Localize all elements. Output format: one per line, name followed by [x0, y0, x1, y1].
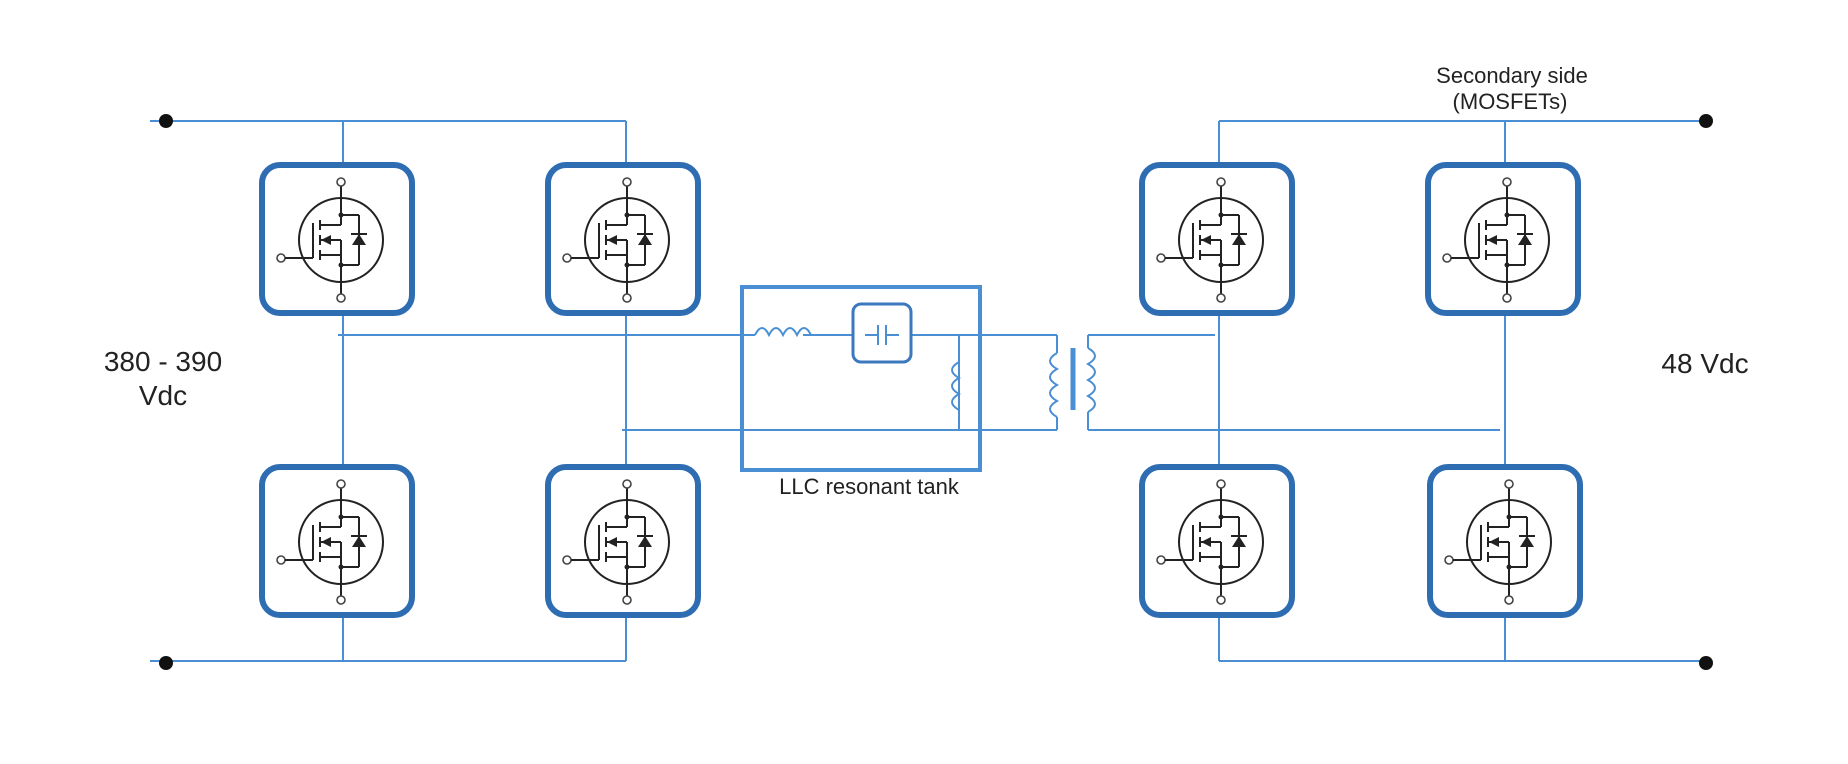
input-negative-terminal-icon [159, 656, 173, 670]
output-voltage-label: 48 Vdc [1661, 348, 1748, 379]
input-voltage-label-line2: Vdc [139, 380, 187, 411]
output-positive-terminal-icon [1699, 114, 1713, 128]
secondary-switch-q8 [1427, 464, 1583, 618]
input-voltage-label-line1: 380 - 390 [104, 346, 222, 377]
primary-switch-q1 [259, 162, 415, 316]
secondary-side-label-line1: Secondary side [1436, 63, 1588, 88]
input-positive-terminal-icon [159, 114, 173, 128]
output-negative-terminal-icon [1699, 656, 1713, 670]
llc-resonant-tank-label: LLC resonant tank [779, 474, 960, 499]
magnetizing-inductor-icon [951, 361, 962, 411]
secondary-switch-q6 [1425, 162, 1581, 316]
secondary-switch-q7 [1139, 464, 1295, 618]
llc-resonant-tank-box [740, 285, 982, 472]
secondary-side-label-line2: (MOSFETs) [1453, 89, 1568, 114]
transformer-icon [1030, 334, 1096, 430]
primary-switch-q4 [545, 464, 701, 618]
inductor-icon [754, 327, 812, 338]
primary-switch-q2 [545, 162, 701, 316]
capacitor-icon [851, 302, 913, 364]
primary-switch-q3 [259, 464, 415, 618]
secondary-switch-q5 [1139, 162, 1295, 316]
